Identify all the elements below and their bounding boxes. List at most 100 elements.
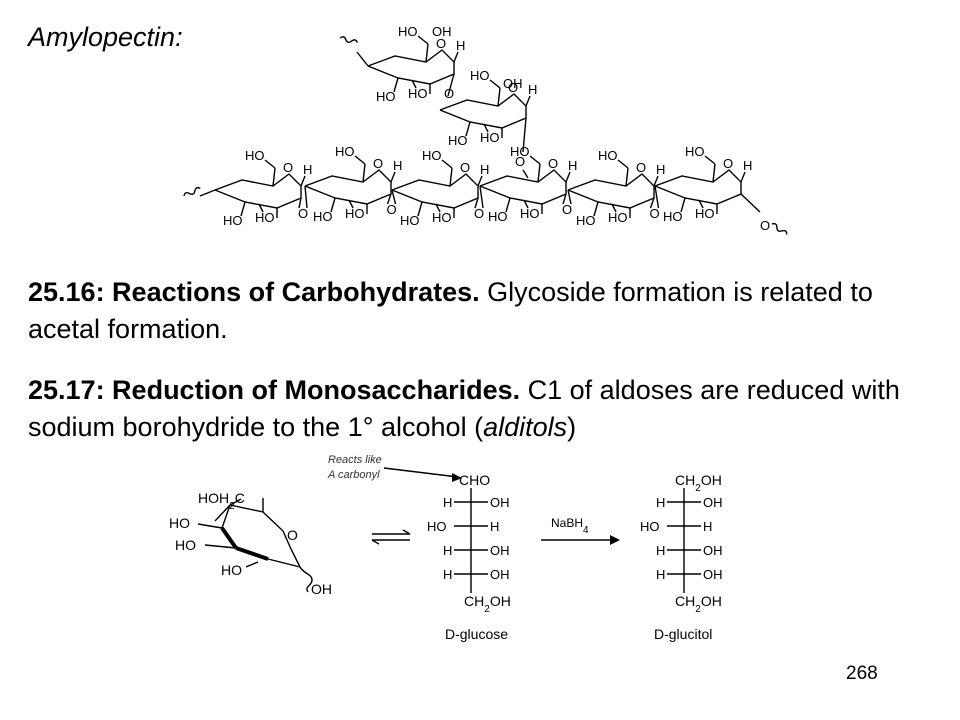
- ch2oh-bond: [264, 159, 276, 169]
- ring-oxygen-label: O: [548, 156, 558, 171]
- glycosidic-oxygen-label: O: [298, 206, 308, 221]
- glucitol-row-right: OH: [703, 567, 723, 582]
- ring-ho-label-2: HO: [175, 537, 196, 553]
- link-bond: [740, 193, 761, 213]
- glucitol-row-left: HO: [640, 519, 660, 534]
- h-label: H: [393, 158, 402, 173]
- glucitol-bottom-group: CH2OH: [675, 593, 722, 615]
- glucopyranose-ring: HOH2C HO HO HO O OH: [169, 490, 332, 597]
- glucose-row-right: H: [490, 519, 499, 534]
- ring-oxygen-label: O: [636, 160, 646, 175]
- ch2oh-bond: [354, 155, 366, 165]
- oh-bond: [465, 121, 471, 137]
- reaction-arrowhead: [610, 535, 620, 545]
- ring-oxygen-label: O: [436, 36, 446, 51]
- ho-label: HO: [608, 210, 628, 225]
- ch2oh-bond: [712, 163, 716, 183]
- section-reduction: 25.17: Reduction of Monosaccharides. C1 …: [28, 372, 933, 446]
- ch2oh-bond: [417, 35, 429, 45]
- glucose-row-right: OH: [490, 567, 510, 582]
- ho-label: HO: [663, 209, 683, 224]
- ch2oh-bond: [529, 155, 541, 165]
- glucitol-row-left: H: [656, 495, 665, 510]
- oh-bond: [483, 123, 489, 133]
- ch2oh-bond: [489, 79, 501, 89]
- ring-oxygen-label: O: [723, 156, 733, 171]
- glycosidic-bond: [567, 189, 572, 205]
- h-bond: [653, 175, 659, 187]
- ho-label: HO: [345, 206, 365, 221]
- glycosidic-bond: [386, 193, 392, 205]
- glycosidic-bond: [562, 193, 567, 205]
- oh-bond: [698, 199, 704, 209]
- ho-label: HO: [398, 24, 418, 39]
- equilibrium-head-back: [371, 539, 380, 545]
- glucitol-row-right: OH: [703, 543, 723, 558]
- oh-label: OH: [503, 76, 523, 91]
- glycosidic-bond: [447, 73, 455, 97]
- h-bond: [453, 51, 459, 63]
- h-label: H: [480, 162, 489, 177]
- annotation-line2: A carbonyl: [327, 469, 380, 481]
- ho-label: HO: [335, 144, 355, 159]
- glycosidic-bond: [479, 185, 484, 209]
- ring-oh-label: OH: [311, 581, 332, 597]
- ho-label: HO: [376, 89, 396, 104]
- h-bond: [565, 171, 571, 183]
- section-reduction-heading: 25.17: Reduction of Monosaccharides.: [28, 375, 521, 405]
- ch2oh-bond: [497, 87, 501, 107]
- glucose-unit: HO O H HO HO: [304, 144, 402, 224]
- ho-label: HO: [313, 209, 333, 224]
- alditols-term: alditols: [483, 412, 568, 442]
- ho-label: HO: [255, 210, 275, 225]
- oh-bond: [348, 199, 354, 209]
- annotation-line1: Reacts like: [328, 454, 382, 466]
- section-reduction-text: C1 of aldoses are reduced with sodium bo…: [28, 375, 900, 442]
- ring-oxygen-label: O: [283, 160, 293, 175]
- ch2oh-bond: [449, 167, 453, 187]
- ho-label: HO: [480, 130, 500, 145]
- ring-oxygen-label: O: [460, 160, 470, 175]
- h-label: H: [528, 82, 537, 97]
- oh-label: OH: [432, 24, 452, 39]
- ring-o-label: O: [287, 527, 298, 543]
- oh-bond: [523, 199, 529, 209]
- oh-bond: [435, 203, 441, 213]
- h-bond: [525, 95, 531, 107]
- glycosidic-oxygen-label: O: [562, 202, 572, 217]
- glucose-top-group: CHO: [459, 472, 490, 488]
- section-reactions: 25.16: Reactions of Carbohydrates. Glyco…: [28, 274, 933, 348]
- branch-oxygen-label: O: [444, 86, 454, 101]
- glucose-row-right: OH: [490, 543, 510, 558]
- glycosidic-bond: [304, 185, 308, 209]
- glucitol-top-group: CH2OH: [675, 472, 722, 494]
- ho-label: HO: [400, 213, 420, 228]
- glucitol-row-left: H: [656, 543, 665, 558]
- glucose-row-left: HO: [427, 519, 447, 534]
- glycosidic-oxygen-label: O: [387, 202, 397, 217]
- link-bond: [356, 51, 369, 67]
- glycosidic-bond: [649, 197, 655, 209]
- ring-ho-label-3: HO: [221, 562, 242, 578]
- slide-title: Amylopectin:: [28, 22, 183, 52]
- ch2oh-bond: [362, 163, 366, 183]
- oh-bond: [611, 203, 617, 213]
- h-label: H: [456, 38, 465, 53]
- section-reactions-text: Glycoside formation is related to acetal…: [28, 277, 873, 344]
- glycosidic-oxygen-label: O: [474, 206, 484, 221]
- glycosidic-bond: [298, 197, 302, 209]
- h-bond: [740, 171, 746, 183]
- section-reduction-close: ): [567, 412, 577, 442]
- glucose-name: D-glucose: [445, 626, 508, 642]
- ch2oh-bond: [272, 167, 276, 187]
- ring-oxygen-label: O: [508, 80, 518, 95]
